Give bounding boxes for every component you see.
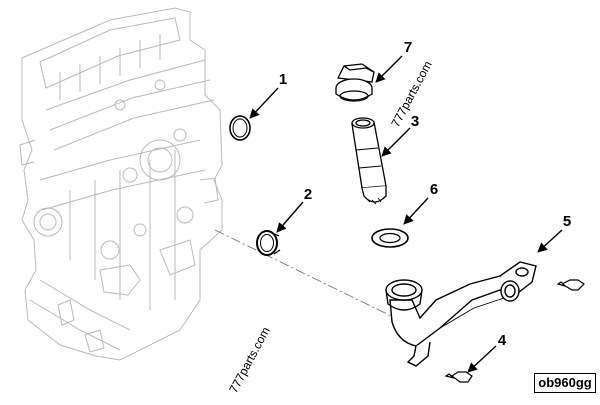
engine-block xyxy=(19,7,223,361)
watermark-lower: 777parts.com xyxy=(226,325,272,396)
filler-cap-part-7 xyxy=(335,63,375,102)
bolt-upper xyxy=(556,279,585,291)
arrow-4 xyxy=(467,345,497,373)
arrow-6 xyxy=(403,197,429,225)
o-ring-part-1 xyxy=(229,115,251,141)
callout-4: 4 xyxy=(498,332,507,349)
seal-ring-part-2 xyxy=(256,230,281,256)
arrow-5 xyxy=(537,229,563,253)
arrow-1 xyxy=(249,87,279,119)
arrow-3 xyxy=(381,127,411,157)
callout-6: 6 xyxy=(430,181,438,198)
callout-7: 7 xyxy=(404,39,412,56)
bolt-part-4 xyxy=(444,371,473,383)
leader-arrows xyxy=(249,55,563,373)
gasket-part-6 xyxy=(371,228,409,248)
reference-code-label: ob960gg xyxy=(534,373,596,393)
callout-1: 1 xyxy=(279,71,287,88)
filler-pipe-part-5 xyxy=(385,261,537,367)
callout-2: 2 xyxy=(304,186,312,203)
callout-3: 3 xyxy=(411,113,419,130)
center-line xyxy=(214,229,421,331)
arrow-2 xyxy=(276,201,304,233)
filler-tube-part-3 xyxy=(351,117,387,205)
arrow-7 xyxy=(375,55,403,83)
callout-5: 5 xyxy=(563,213,571,230)
